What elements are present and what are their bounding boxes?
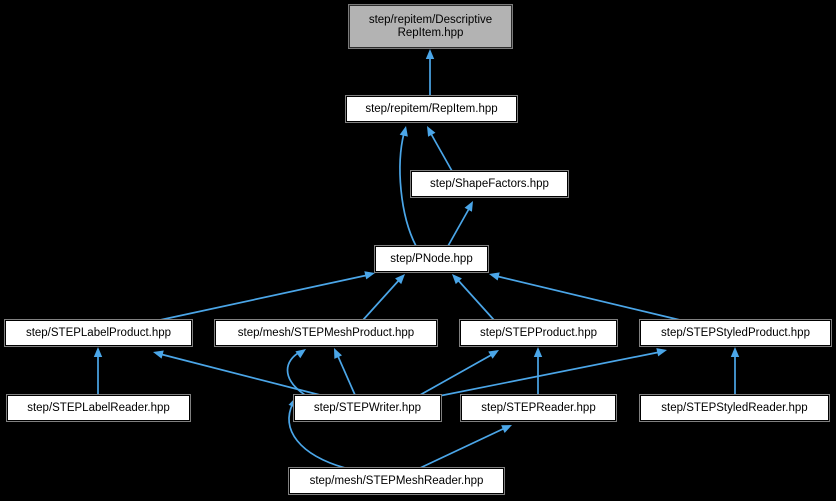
graph-node-label: step/STEPLabelProduct.hpp: [25, 326, 172, 339]
graph-node-label: step/repitem/RepItem.hpp: [365, 102, 498, 115]
graph-node-label: step/PNode.hpp: [390, 252, 473, 265]
graph-edge: [456, 278, 495, 321]
graph-edge-arrowhead: [730, 347, 740, 357]
graph-edge: [495, 275, 681, 321]
graph-node-pnode[interactable]: step/PNode.hpp: [374, 245, 489, 273]
graph-node-stepmeshproduct[interactable]: step/mesh/STEPMeshProduct.hpp: [214, 319, 438, 347]
graph-node-steplabelproduct[interactable]: step/STEPLabelProduct.hpp: [4, 319, 193, 347]
graph-node-label: step/mesh/STEPMeshReader.hpp: [309, 474, 484, 487]
graph-edge-arrowhead: [425, 49, 435, 59]
graph-node-shapefactors[interactable]: step/ShapeFactors.hpp: [410, 170, 569, 198]
graph-edge-arrowhead: [488, 350, 499, 359]
graph-edge-arrowhead: [295, 349, 306, 359]
graph-edge: [159, 353, 321, 396]
graph-node-label: step/STEPLabelReader.hpp: [27, 401, 170, 414]
graph-edge: [419, 427, 506, 469]
graph-node-label: step/STEPStyledReader.hpp: [661, 401, 808, 414]
graph-node-repitem[interactable]: step/repitem/RepItem.hpp: [345, 95, 518, 123]
graph-edge-arrowhead: [153, 350, 164, 359]
graph-node-label: step/ShapeFactors.hpp: [430, 177, 549, 190]
graph-node-label: step/STEPProduct.hpp: [480, 326, 597, 339]
graph-edge: [433, 351, 661, 398]
graph-node-descriptive_repitem[interactable]: step/repitem/Descriptive RepItem.hpp: [348, 4, 513, 49]
graph-node-stepmeshreader[interactable]: step/mesh/STEPMeshReader.hpp: [288, 467, 505, 495]
graph-node-stepreader[interactable]: step/STEPReader.hpp: [460, 394, 617, 422]
graph-edge: [429, 131, 453, 172]
graph-edge-arrowhead: [334, 348, 342, 359]
graph-node-label: step/mesh/STEPMeshProduct.hpp: [237, 326, 415, 339]
graph-edge-arrowhead: [399, 126, 408, 137]
graph-node-label: step/STEPReader.hpp: [481, 401, 596, 414]
graph-edge: [159, 274, 369, 321]
graph-edge-arrowhead: [489, 272, 500, 281]
graph-edge-arrowhead: [533, 347, 543, 357]
graph-edge-arrowhead: [364, 271, 375, 280]
graph-node-steplabelreader[interactable]: step/STEPLabelReader.hpp: [6, 394, 191, 422]
graph-edge: [447, 206, 471, 247]
graph-node-label: step/repitem/Descriptive RepItem.hpp: [368, 13, 493, 39]
graph-edge-arrowhead: [656, 348, 667, 357]
graph-edge-arrowhead: [427, 126, 436, 137]
graph-node-stepstyledproduct[interactable]: step/STEPStyledProduct.hpp: [639, 319, 832, 347]
graph-node-stepproduct[interactable]: step/STEPProduct.hpp: [459, 319, 618, 347]
graph-edge-arrowhead: [464, 201, 473, 212]
graph-edge: [362, 278, 401, 321]
graph-node-stepwriter[interactable]: step/STEPWriter.hpp: [293, 394, 442, 422]
graph-edge: [286, 351, 306, 396]
graph-edge-arrowhead: [452, 274, 462, 285]
graph-edge-arrowhead: [93, 347, 103, 357]
graph-edge-arrowhead: [501, 425, 512, 433]
graph-node-label: step/STEPWriter.hpp: [313, 401, 422, 414]
graph-node-label: step/STEPStyledProduct.hpp: [661, 326, 810, 339]
graph-edge: [419, 353, 494, 396]
graph-edge: [336, 353, 356, 396]
graph-edge-arrowhead: [395, 274, 405, 285]
graph-node-stepstyledreader[interactable]: step/STEPStyledReader.hpp: [639, 394, 830, 422]
